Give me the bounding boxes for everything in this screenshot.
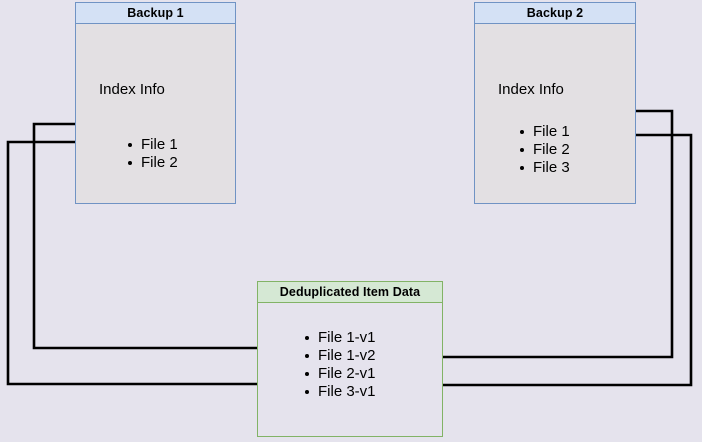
backup-1-box[interactable]: Backup 1 Index Info File 1 File 2 xyxy=(75,2,236,204)
backup-1-body: Index Info File 1 File 2 xyxy=(75,24,236,204)
backup-2-box[interactable]: Backup 2 Index Info File 1 File 2 File 3 xyxy=(474,2,636,204)
list-item[interactable]: File 2 xyxy=(126,154,178,172)
backup-2-file-list: File 1 File 2 File 3 xyxy=(518,123,570,177)
deduplicated-file-list: File 1-v1 File 1-v2 File 2-v1 File 3-v1 xyxy=(303,329,376,401)
backup-1-caption: Index Info xyxy=(99,81,165,98)
list-item[interactable]: File 1-v1 xyxy=(303,329,376,347)
deduplicated-item-data-header: Deduplicated Item Data xyxy=(257,281,443,303)
backup-2-caption: Index Info xyxy=(498,81,564,98)
list-item[interactable]: File 1 xyxy=(518,123,570,141)
backup-2-body: Index Info File 1 File 2 File 3 xyxy=(474,24,636,204)
backup-1-header: Backup 1 xyxy=(75,2,236,24)
list-item[interactable]: File 1 xyxy=(126,136,178,154)
list-item[interactable]: File 2-v1 xyxy=(303,365,376,383)
deduplicated-item-data-box[interactable]: Deduplicated Item Data File 1-v1 File 1-… xyxy=(257,281,443,437)
deduplicated-item-data-body: File 1-v1 File 1-v2 File 2-v1 File 3-v1 xyxy=(257,303,443,437)
backup-2-header: Backup 2 xyxy=(474,2,636,24)
list-item[interactable]: File 1-v2 xyxy=(303,347,376,365)
list-item[interactable]: File 2 xyxy=(518,141,570,159)
list-item[interactable]: File 3 xyxy=(518,159,570,177)
list-item[interactable]: File 3-v1 xyxy=(303,383,376,401)
backup-1-file-list: File 1 File 2 xyxy=(126,136,178,172)
